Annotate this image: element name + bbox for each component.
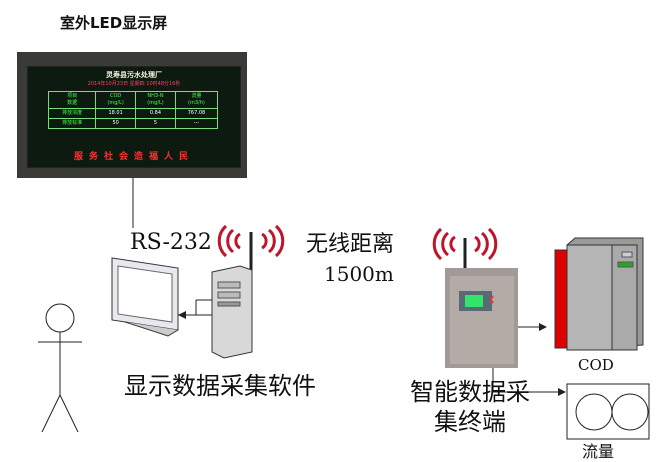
corner-top: 项目 xyxy=(67,93,78,99)
cod-label: COD xyxy=(578,356,614,374)
col-name: COD xyxy=(110,93,122,99)
monitor-icon xyxy=(111,257,179,337)
col-unit: (mg/L) xyxy=(147,100,164,106)
monitor-server-connector xyxy=(178,299,212,319)
software-label: 显示数据采集软件 xyxy=(124,372,316,400)
distance-value: 1500m xyxy=(324,262,394,286)
col-unit: (m3/h) xyxy=(188,100,205,106)
led-header-row: 项目数据 COD(mg/L) NH3-N(mg/L) 流量(m3/h) xyxy=(47,91,219,109)
terminal-label-line2: 集终端 xyxy=(434,408,506,436)
corner-bottom: 数据 xyxy=(67,100,78,106)
col-name: 流量 xyxy=(191,93,202,99)
data-acquisition-terminal xyxy=(445,268,518,368)
wireless-signal-icon xyxy=(432,227,498,261)
server-tower-icon xyxy=(211,265,253,359)
led-datetime: 2014年10月23日 星期四 10时48分16秒 xyxy=(87,81,181,87)
led-table: 项目数据 COD(mg/L) NH3-N(mg/L) 流量(m3/h) 排放浓度… xyxy=(47,91,219,129)
col-name: NH3-N xyxy=(147,93,164,99)
cod-analyzer-icon xyxy=(554,237,644,351)
flowmeter-icon xyxy=(566,383,650,440)
user-stick-figure-icon xyxy=(38,303,82,433)
cell: --- xyxy=(174,118,219,129)
led-row: 排放标准 50 5 --- xyxy=(47,118,219,129)
row-label: 排放标准 xyxy=(47,118,97,129)
col-unit: (mg/L) xyxy=(107,100,124,106)
rs232-label: RS-232 xyxy=(130,230,212,255)
led-display-title: 室外LED显示屏 xyxy=(60,14,168,32)
led-display-photo: 灵寿县污水处理厂 2014年10月23日 星期四 10时48分16秒 项目数据 … xyxy=(17,52,247,178)
led-slogan: 服务社会造福人民 xyxy=(73,152,194,162)
led-panel: 灵寿县污水处理厂 2014年10月23日 星期四 10时48分16秒 项目数据 … xyxy=(27,66,241,168)
led-screen-title: 灵寿县污水处理厂 xyxy=(106,71,162,79)
arrow-to-flow xyxy=(492,368,566,396)
terminal-label-line1: 智能数据采 xyxy=(410,378,530,406)
flow-label: 流量 xyxy=(582,442,615,461)
arrow-to-cod xyxy=(518,323,547,331)
led-row: 排放浓度 18.01 0.84 767.08 xyxy=(47,108,219,119)
wireless-distance-label: 无线距离 xyxy=(306,232,395,257)
wireless-signal-icon xyxy=(217,224,285,258)
